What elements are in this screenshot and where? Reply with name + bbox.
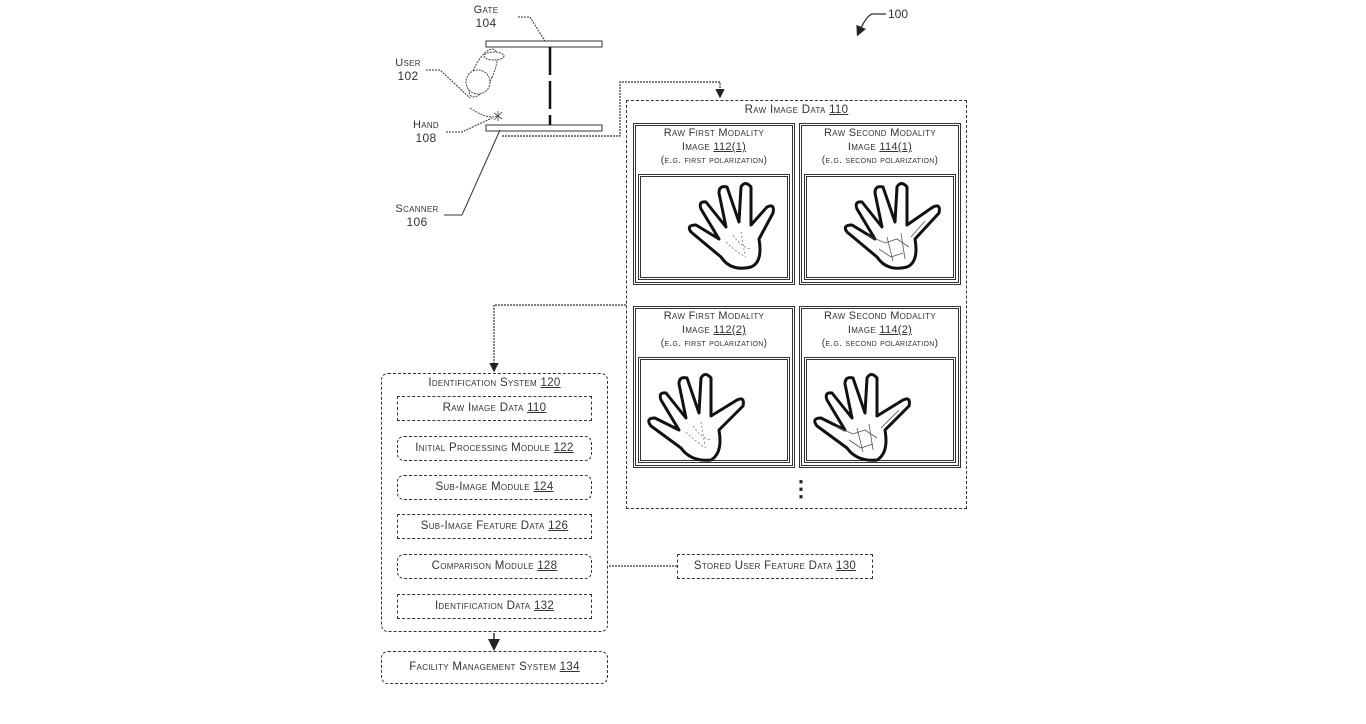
hand-spark bbox=[493, 111, 503, 121]
hand-image-surface bbox=[638, 174, 790, 280]
hand-image-veins bbox=[804, 174, 956, 280]
gate-top-bar bbox=[485, 40, 603, 48]
ident-item-comparison-module: Comparison Module 128 bbox=[397, 554, 592, 579]
raw-image-data-title: Raw Image Data 110 bbox=[744, 104, 849, 116]
figure-ref-arrow bbox=[856, 13, 886, 37]
hand-image-veins bbox=[804, 357, 956, 463]
hand-veins-icon bbox=[843, 182, 941, 270]
ident-item-sub-image-feature-data: Sub-Image Feature Data 126 bbox=[397, 514, 592, 539]
hand-icon bbox=[647, 373, 745, 462]
identification-system-title: Identification System 120 bbox=[428, 377, 561, 389]
raw-to-ident-connector bbox=[489, 304, 626, 373]
hand-icon bbox=[687, 182, 775, 270]
ident-item-initial-processing-module: Initial Processing Module 122 bbox=[397, 436, 592, 461]
hand-image-surface bbox=[638, 357, 790, 463]
stored-user-feature-data-box: Stored User Feature Data 130 bbox=[677, 554, 873, 579]
more-images-indicator: ⋮ bbox=[790, 476, 812, 501]
figure-ref-number: 100 bbox=[888, 7, 909, 21]
hand-veins-icon bbox=[813, 373, 911, 462]
facility-management-system-box: Facility Management System 134 bbox=[381, 651, 608, 684]
gate-bottom-bar bbox=[485, 124, 603, 132]
ident-item-sub-image-module: Sub-Image Module 124 bbox=[397, 475, 592, 500]
scanner-to-raw-connector bbox=[502, 81, 725, 137]
user-figure bbox=[465, 48, 505, 118]
ident-item-identification-data: Identification Data 132 bbox=[397, 594, 592, 619]
ident-item-raw-image-data: Raw Image Data 110 bbox=[397, 396, 592, 421]
